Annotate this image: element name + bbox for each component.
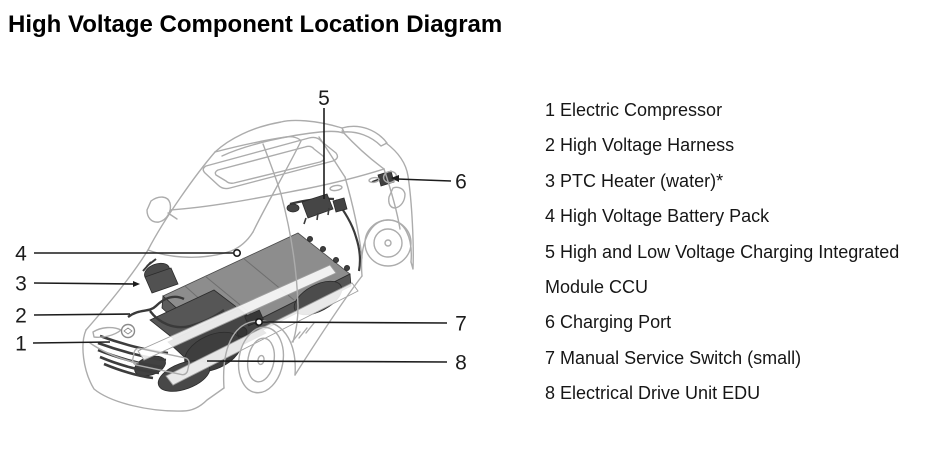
legend-item-label: High Voltage Battery Pack — [560, 206, 770, 227]
legend-item-2: 2 High Voltage Harness — [545, 128, 940, 163]
callout-number-7: 7 — [455, 313, 467, 336]
rear-wheel — [364, 219, 412, 267]
legend-item-number: 6 — [545, 312, 556, 333]
callout-number-3: 3 — [15, 273, 27, 296]
legend-item-7: 7 Manual Service Switch (small) — [545, 341, 940, 376]
callout-line-6 — [396, 178, 452, 182]
vehicle-body-lines — [82, 119, 414, 412]
callout-marker-7 — [255, 318, 264, 327]
callout-arrow-6 — [391, 175, 399, 182]
legend-item-number: 5 — [545, 241, 556, 262]
legend-item-number: 7 — [545, 347, 556, 368]
frame-rails — [137, 264, 359, 386]
callout-number-4: 4 — [15, 243, 27, 266]
callout-number-2: 2 — [15, 305, 27, 328]
callout-number-5: 5 — [318, 87, 330, 110]
legend: 1 Electric Compressor 2 High Voltage Har… — [545, 93, 940, 412]
legend-item-1: 1 Electric Compressor — [545, 93, 940, 128]
legend-item-label: High and Low Voltage Charging Integrated… — [545, 241, 900, 298]
harness-shape — [127, 295, 225, 329]
legend-item-number: 4 — [545, 206, 556, 227]
legend-item-number: 1 — [545, 100, 556, 120]
legend-item-3: 3 PTC Heater (water)* — [545, 164, 940, 199]
legend-item-label: High Voltage Harness — [560, 135, 735, 156]
legend-item-label: Electrical Drive Unit EDU — [560, 383, 761, 404]
vehicle-diagram: 1 2 3 4 5 6 7 8 — [15, 87, 467, 412]
legend-item-label: Electric Compressor — [560, 100, 723, 120]
legend-item-label: PTC Heater (water)* — [560, 170, 724, 191]
callout-line-7 — [262, 321, 448, 324]
callout-number-6: 6 — [455, 171, 467, 194]
legend-item-4: 4 High Voltage Battery Pack — [545, 199, 940, 234]
ptc-heater-shape — [142, 258, 179, 294]
legend-item-number: 8 — [545, 383, 556, 404]
callout-marker-4 — [233, 249, 242, 258]
charge-door-shape — [382, 170, 398, 184]
callout-lines — [32, 108, 452, 363]
sunroof-shape — [202, 136, 339, 190]
callout-number-8: 8 — [455, 352, 467, 375]
callout-line-3 — [33, 282, 135, 285]
page-title: High Voltage Component Location Diagram — [8, 11, 503, 38]
callout-line-8 — [206, 360, 448, 363]
callout-line-1 — [32, 341, 111, 344]
legend-item-6: 6 Charging Port — [545, 305, 940, 340]
headlight-shape — [92, 326, 122, 338]
legend-item-label: Charging Port — [560, 312, 672, 333]
side-mirror-shape — [146, 196, 178, 223]
callout-number-1: 1 — [15, 333, 27, 356]
front-wheel — [237, 326, 285, 394]
callout-arrow-3 — [133, 281, 140, 287]
legend-item-label: Manual Service Switch (small) — [560, 347, 802, 368]
callout-line-2 — [33, 313, 131, 316]
legend-item-8: 8 Electrical Drive Unit EDU — [545, 376, 940, 411]
legend-item-number: 2 — [545, 135, 556, 156]
brand-badge — [120, 323, 136, 339]
legend-item-5: 5 High and Low Voltage Charging Integrat… — [545, 235, 940, 306]
ccu-shape — [286, 193, 348, 225]
legend-item-number: 3 — [545, 170, 556, 191]
tail-light-shape — [388, 186, 406, 209]
